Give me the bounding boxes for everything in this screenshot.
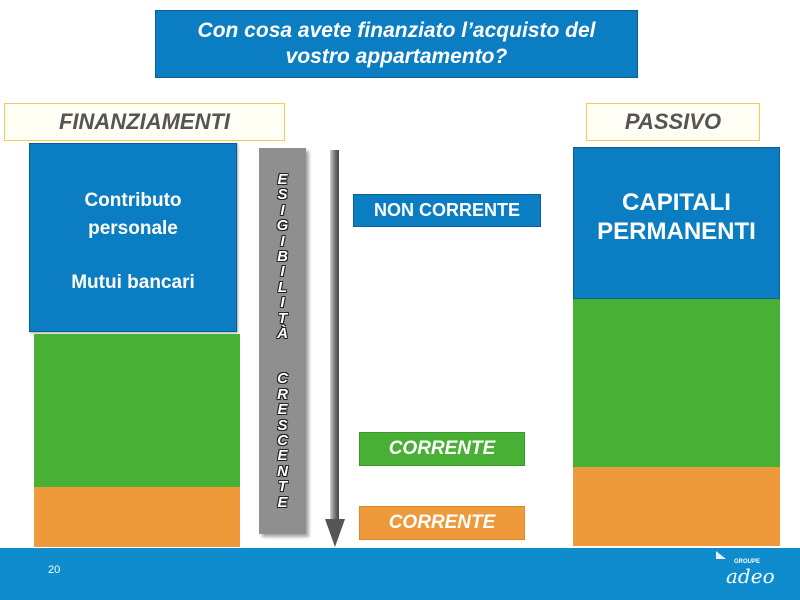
logo-brand-text: adeo	[726, 564, 775, 588]
vertical-letter: R	[277, 385, 288, 403]
liabilities-header-text: PASSIVO	[624, 109, 722, 134]
logo-small-text: GROUPE	[734, 559, 760, 565]
corrente-green-label: CORRENTE	[359, 432, 525, 466]
permanenti-line: PERMANENTI	[597, 218, 756, 245]
capitali-line: CAPITALI	[622, 189, 731, 216]
vertical-letter: T	[277, 309, 288, 327]
liabilities-header: PASSIVO	[586, 103, 760, 141]
personale-line: personale	[88, 218, 178, 239]
vertical-letter: S	[277, 416, 288, 434]
vertical-letter: L	[277, 278, 288, 296]
vertical-letter: I	[280, 201, 285, 219]
page-number: 20	[48, 564, 61, 576]
liabilities-green-block	[573, 299, 780, 467]
vertical-letter: G	[276, 217, 289, 235]
adeo-logo-icon: GROUPE adeo	[714, 551, 788, 593]
vertical-letter: À	[277, 325, 288, 342]
vertical-letter: I	[280, 263, 285, 281]
non-corrente-text: NON CORRENTE	[373, 200, 520, 220]
vertical-letter: N	[277, 462, 288, 480]
financing-header: FINANZIAMENTI	[4, 103, 285, 141]
slide-title: Con cosa avete finanziato l’acquisto del…	[155, 10, 638, 78]
down-arrow-icon	[325, 519, 345, 547]
footer-bar	[0, 548, 800, 600]
vertical-letter: E	[277, 170, 288, 188]
corrente-orange-label: CORRENTE	[359, 506, 525, 540]
vertical-letter: B	[277, 247, 288, 265]
vertical-letter: E	[277, 401, 288, 419]
financing-green-block	[34, 334, 240, 487]
corrente-green-text: CORRENTE	[388, 438, 496, 459]
contributo-line: Contributo	[84, 190, 182, 211]
vertical-letter: C	[277, 432, 288, 450]
permanent-capital-block: CAPITALI PERMANENTI	[573, 147, 780, 299]
vertical-letter: S	[277, 186, 288, 204]
financing-header-text: FINANZIAMENTI	[58, 109, 231, 134]
financing-orange-block	[34, 487, 240, 547]
vertical-letter: I	[280, 232, 285, 250]
vertical-letter: C	[277, 370, 288, 388]
vertical-letter: I	[280, 294, 285, 312]
spacer	[30, 243, 236, 269]
financing-sources-block: Contributo personale Mutui bancari	[29, 143, 237, 332]
non-corrente-label: NON CORRENTE	[353, 194, 541, 227]
vertical-letter: E	[277, 493, 288, 511]
vertical-letter: E	[277, 447, 288, 465]
down-arrow-shaft	[330, 150, 339, 520]
vertical-letter: T	[277, 478, 288, 496]
slide-title-text: Con cosa avete finanziato l’acquisto del…	[197, 19, 596, 68]
corrente-orange-text: CORRENTE	[388, 512, 496, 533]
mutui-line: Mutui bancari	[71, 272, 195, 293]
liabilities-orange-block	[573, 467, 780, 546]
